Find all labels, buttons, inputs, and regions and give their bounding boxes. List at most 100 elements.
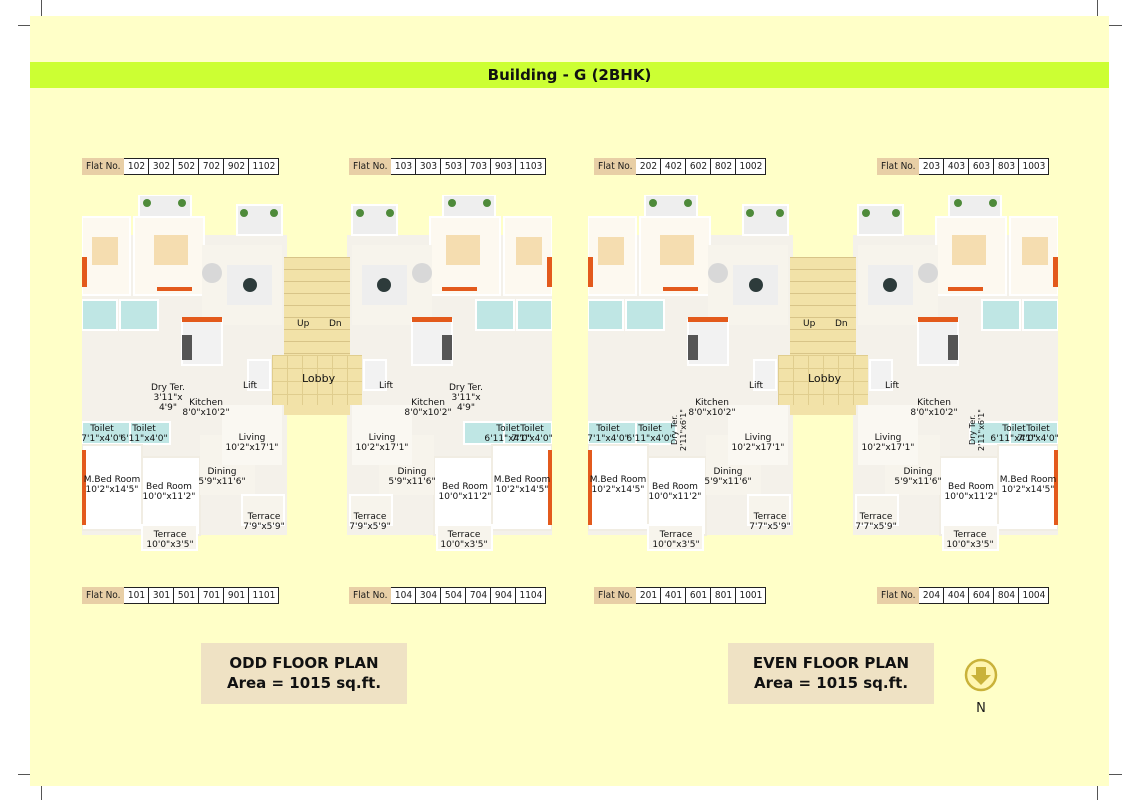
bedroom-label-size: 10'0"x11'2" [142, 492, 196, 502]
flat-number-cell: 802 [711, 158, 737, 175]
master-bedroom-label-size: 10'2"x14'5" [85, 485, 139, 495]
flat-number-cell: 203 [919, 158, 945, 175]
lobby-tile-line [778, 394, 868, 395]
wardrobe-accent [663, 287, 698, 291]
bed-furniture [952, 235, 986, 265]
flat-table-label: Flat No. [594, 158, 637, 175]
flat-number-cell: 903 [491, 158, 517, 175]
toilet-top [119, 299, 159, 331]
plant [862, 209, 870, 217]
toilet-label-size: 6'11"x4'0" [626, 434, 674, 444]
bedroom-lower [647, 456, 707, 536]
living-lower [352, 405, 412, 465]
plant [684, 199, 692, 207]
lobby-tile-line [272, 368, 362, 369]
balcony [442, 195, 496, 218]
plant [649, 199, 657, 207]
living-label-name: Living [744, 433, 772, 443]
bedroom-label-size: 10'0"x11'2" [648, 492, 702, 502]
wardrobe-accent [948, 287, 983, 291]
toilet-label-size: 7'1"x4'0" [587, 434, 629, 444]
kitchen-accent [182, 317, 222, 322]
living-lower [222, 405, 282, 465]
living-label-size: 10'2"x17'1" [225, 443, 279, 453]
balcony [948, 195, 1002, 218]
stair-tread [790, 329, 856, 330]
lift-label: Lift [749, 381, 764, 391]
flat-number-cell: 804 [994, 587, 1020, 604]
kitchen-counter [442, 335, 452, 360]
kitchen-label-name: Kitchen [189, 398, 223, 408]
lobby-tile-line [823, 355, 824, 405]
stair-down-label: Dn [329, 319, 342, 329]
dry-terrace-label-size: 3'11"x 4'9" [153, 393, 183, 413]
toilet-label-name: Toilet [520, 424, 544, 434]
stair-tread [284, 305, 350, 306]
wardrobe-accent [548, 450, 552, 525]
flat-number-cell: 302 [149, 158, 175, 175]
lobby-tile-line [272, 381, 362, 382]
toilet-bottom [969, 421, 1011, 445]
dry-terrace-label: Dry Ter.3'11"x 4'9" [449, 383, 483, 413]
toilet-label-name: Toilet [596, 424, 620, 434]
dry-terrace-label: Dry Ter.3'11"x 4'9" [151, 383, 185, 413]
toilet-label-name: Toilet [1002, 424, 1026, 434]
dining-chairs [708, 263, 728, 283]
wardrobe-accent [588, 257, 593, 287]
lobby-label: Lobby [808, 372, 842, 385]
terrace-label-name: Terrace [753, 512, 787, 522]
flat-number-cell: 702 [199, 158, 225, 175]
dining-label-size: 5'9"x11'6" [198, 477, 246, 487]
stair-tread [790, 305, 856, 306]
living-label-name: Living [238, 433, 266, 443]
balcony [742, 204, 789, 236]
bed-furniture [598, 237, 624, 265]
dry-terrace-label: Dry Ter.2'11"x6'1" [670, 409, 688, 451]
lobby-tile-line [287, 355, 288, 405]
flat-number-cell: 503 [441, 158, 467, 175]
flat-number-cell: 1102 [249, 158, 280, 175]
wardrobe-accent [588, 450, 592, 525]
balcony [644, 195, 698, 218]
bedroom-label-size: 10'0"x11'2" [944, 492, 998, 502]
kitchen-accent [688, 317, 728, 322]
wardrobe-accent [82, 450, 86, 525]
wardrobe-accent [82, 257, 87, 287]
flat-number-cell: 304 [416, 587, 442, 604]
odd-floor-plan-area: Area = 1015 sq.ft. [226, 674, 382, 692]
terrace-label-size: 7'9"x5'9" [349, 522, 391, 532]
toilet-bottom [635, 421, 677, 445]
dry-terrace-label-size: 2'11"x6'1" [977, 409, 986, 451]
toilet-label-size: 7'1"x4'0" [81, 434, 123, 444]
stair-tread [284, 317, 350, 318]
flat-table-label: Flat No. [82, 158, 125, 175]
lobby-tile-line [853, 355, 854, 405]
toilet-label-name: Toilet [496, 424, 520, 434]
lobby-tile-line [838, 355, 839, 405]
crop-mark [18, 25, 32, 26]
crop-mark [18, 774, 32, 775]
flat-number-cell: 603 [969, 158, 995, 175]
dry-terrace-label-size: 3'11"x 4'9" [451, 393, 481, 413]
plant [989, 199, 997, 207]
living-label-size: 10'2"x17'1" [731, 443, 785, 453]
plant [178, 199, 186, 207]
toilet-label-name: Toilet [638, 424, 662, 434]
plant [356, 209, 364, 217]
kitchen-counter [948, 335, 958, 360]
living-lower [728, 405, 788, 465]
